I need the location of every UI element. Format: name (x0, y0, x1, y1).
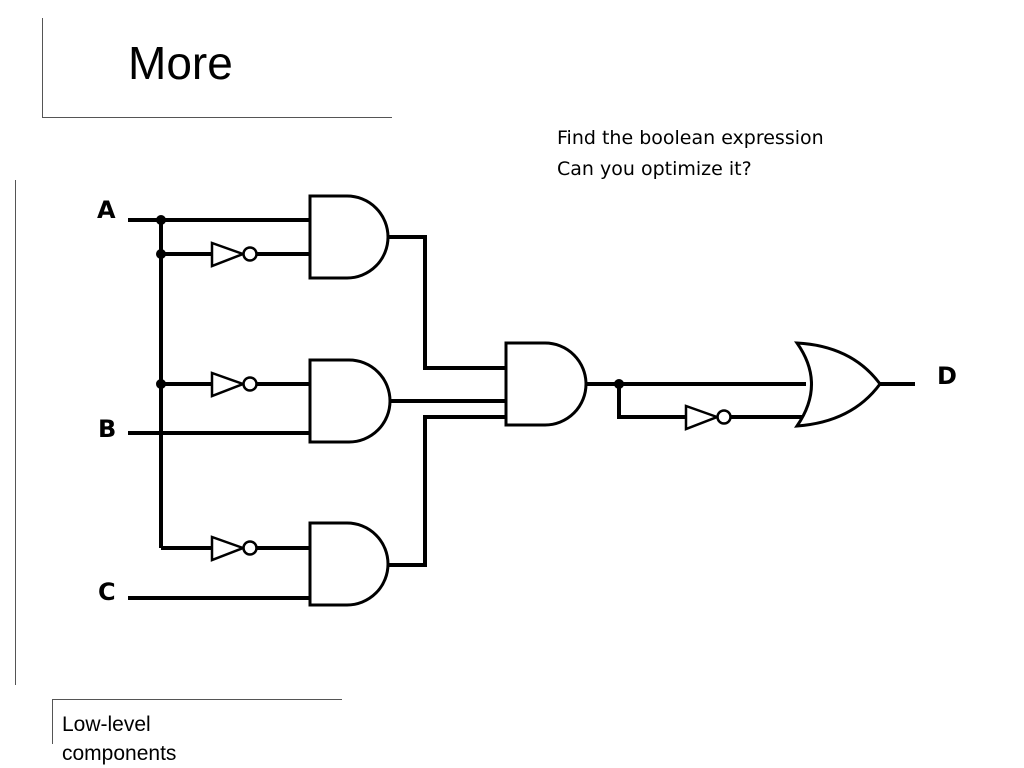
input-label-c: C (98, 578, 116, 606)
and-gate-4 (504, 341, 588, 427)
junction-dot (156, 215, 166, 225)
caption-line-1: Low-level (62, 713, 151, 736)
wire-and3-to-and4 (388, 415, 506, 567)
not-gate-1 (210, 241, 258, 268)
question-line-1: Find the boolean expression (557, 127, 824, 149)
not-gate-2 (210, 371, 258, 398)
wire-and1-to-and4 (388, 235, 506, 370)
caption-line-2: components (62, 742, 177, 765)
input-label-b: B (98, 415, 116, 443)
input-label-a: A (97, 196, 116, 224)
left-divider (15, 180, 16, 685)
question-line-2: Can you optimize it? (557, 158, 752, 180)
and-gate-1 (308, 194, 390, 280)
not-gate-3 (210, 535, 258, 562)
output-label-d: D (937, 362, 957, 390)
wire-and4-to-not4 (617, 384, 686, 419)
junction-dot (156, 379, 166, 389)
or-gate (793, 341, 882, 428)
junction-dot (156, 249, 166, 259)
not-gate-4 (684, 404, 732, 431)
and-gate-3 (308, 521, 390, 607)
slide-title: More (128, 37, 233, 89)
title-frame (42, 18, 392, 118)
caption: Low-level components (62, 710, 242, 768)
junction-dot (614, 379, 624, 389)
question-block: Find the boolean expression Can you opti… (557, 123, 824, 185)
caption-frame (52, 699, 342, 744)
and-gate-2 (308, 358, 392, 444)
